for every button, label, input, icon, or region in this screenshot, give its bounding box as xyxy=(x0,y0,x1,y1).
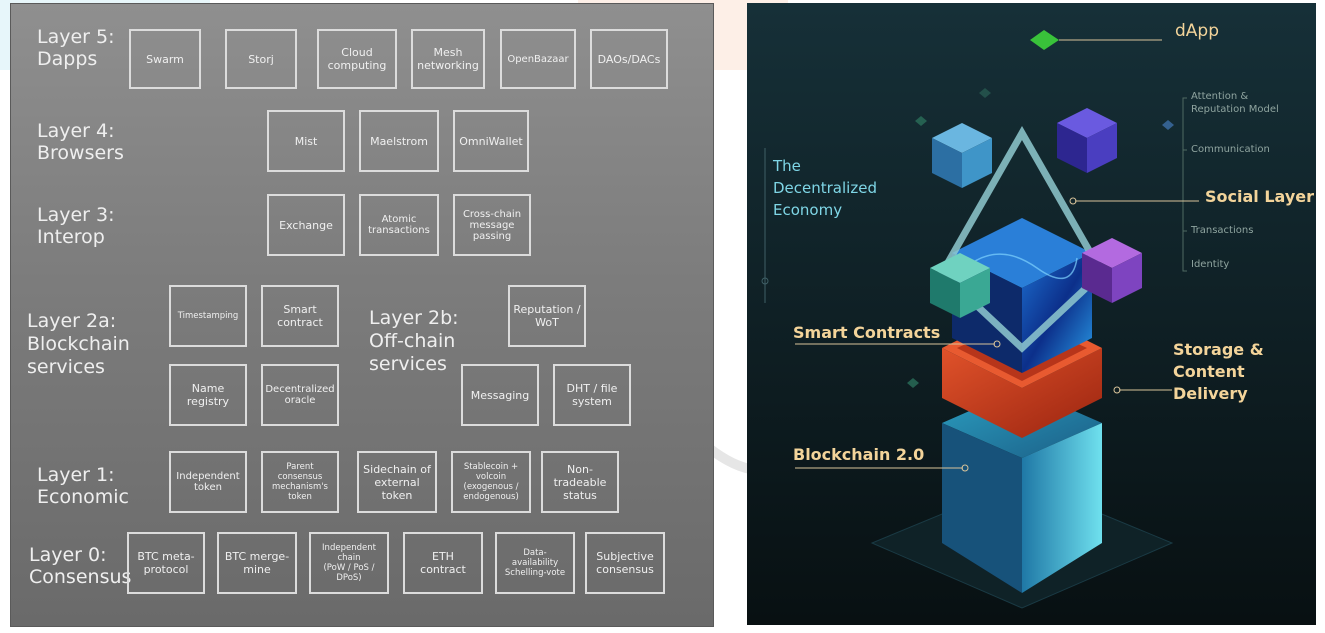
box-mist: Mist xyxy=(267,110,345,172)
box-timestamping: Timestamping xyxy=(169,285,247,347)
decor-diamond-icon xyxy=(979,88,991,98)
social-layer-label: Social Layer xyxy=(1205,187,1315,206)
box-btc-meta-protocol: BTC meta- protocol xyxy=(127,532,205,594)
box-reputation-wot: Reputation / WoT xyxy=(508,285,586,347)
social-item-transactions: Transactions xyxy=(1191,225,1254,236)
box-btc-merge-mine: BTC merge- mine xyxy=(217,532,297,594)
layer-2b-label: Layer 2b: Off-chain services xyxy=(369,307,459,375)
social-cube-top-left xyxy=(932,123,992,188)
dapp-stack-graphic xyxy=(747,3,1316,625)
social-cube-bottom-right xyxy=(1082,238,1142,303)
box-daos-dacs: DAOs/DACs xyxy=(590,29,668,89)
box-dht-file-system: DHT / file system xyxy=(553,364,631,426)
box-independent-token: Independent token xyxy=(169,451,247,513)
box-independent-chain: Independent chain (PoW / PoS / DPoS) xyxy=(309,532,389,594)
box-non-tradeable-status: Non- tradeable status xyxy=(541,451,619,513)
social-cube-top-right xyxy=(1057,108,1117,173)
box-name-registry: Name registry xyxy=(169,364,247,426)
box-subjective-consensus: Subjective consensus xyxy=(585,532,665,594)
box-data-availability-schelling-vote: Data- availability Schelling-vote xyxy=(495,532,575,594)
layer-3-label: Layer 3: Interop xyxy=(37,204,115,248)
dapp-label: dApp xyxy=(1175,21,1220,41)
economy-label: The Decentralized Economy xyxy=(773,157,877,219)
social-item-communication: Communication xyxy=(1191,144,1270,155)
layer-0-label: Layer 0: Consensus xyxy=(29,544,132,588)
dapp-diamond-icon xyxy=(1030,30,1059,50)
decor-diamond-icon xyxy=(907,378,919,388)
box-mesh-networking: Mesh networking xyxy=(411,29,485,89)
box-stablecoin-volcoin: Stablecoin + volcoin (exogenous / endoge… xyxy=(451,451,531,513)
social-cube-bottom-left xyxy=(930,253,990,318)
social-bracket xyxy=(1182,97,1187,272)
layer-1-label: Layer 1: Economic xyxy=(37,464,129,508)
box-swarm: Swarm xyxy=(129,29,201,89)
decor-diamond-icon xyxy=(1162,120,1174,130)
box-smart-contract: Smart contract xyxy=(261,285,339,347)
box-exchange: Exchange xyxy=(267,194,345,256)
social-item-attention: Attention & Reputation Model xyxy=(1191,91,1279,115)
layer-5-label: Layer 5: Dapps xyxy=(37,26,115,70)
blockchain-layers-diagram: Layer 5: Dapps Layer 4: Browsers Layer 3… xyxy=(10,3,714,627)
box-messaging: Messaging xyxy=(461,364,539,426)
box-openbazaar: OpenBazaar xyxy=(500,29,576,89)
layer-4-label: Layer 4: Browsers xyxy=(37,120,124,164)
dapp-stack-illustration: dApp The Decentralized Economy Attention… xyxy=(747,3,1316,625)
blockchain-label: Blockchain 2.0 xyxy=(793,445,925,464)
smart-contracts-label: Smart Contracts xyxy=(793,323,941,342)
box-cross-chain-message-passing: Cross-chain message passing xyxy=(453,194,531,256)
box-atomic-transactions: Atomic transactions xyxy=(359,194,439,256)
box-decentralized-oracle: Decentralized oracle xyxy=(261,364,339,426)
box-eth-contract: ETH contract xyxy=(403,532,483,594)
box-sidechain-external-token: Sidechain of external token xyxy=(357,451,437,513)
box-maelstrom: Maelstrom xyxy=(359,110,439,172)
decor-diamond-icon xyxy=(915,116,927,126)
box-omniwallet: OmniWallet xyxy=(453,110,529,172)
box-storj: Storj xyxy=(225,29,297,89)
box-cloud-computing: Cloud computing xyxy=(317,29,397,89)
storage-label: Storage & Content Delivery xyxy=(1173,340,1264,403)
box-parent-consensus-token: Parent consensus mechanism's token xyxy=(261,451,339,513)
layer-2a-label: Layer 2a: Blockchain services xyxy=(27,310,130,378)
social-item-identity: Identity xyxy=(1191,259,1230,270)
